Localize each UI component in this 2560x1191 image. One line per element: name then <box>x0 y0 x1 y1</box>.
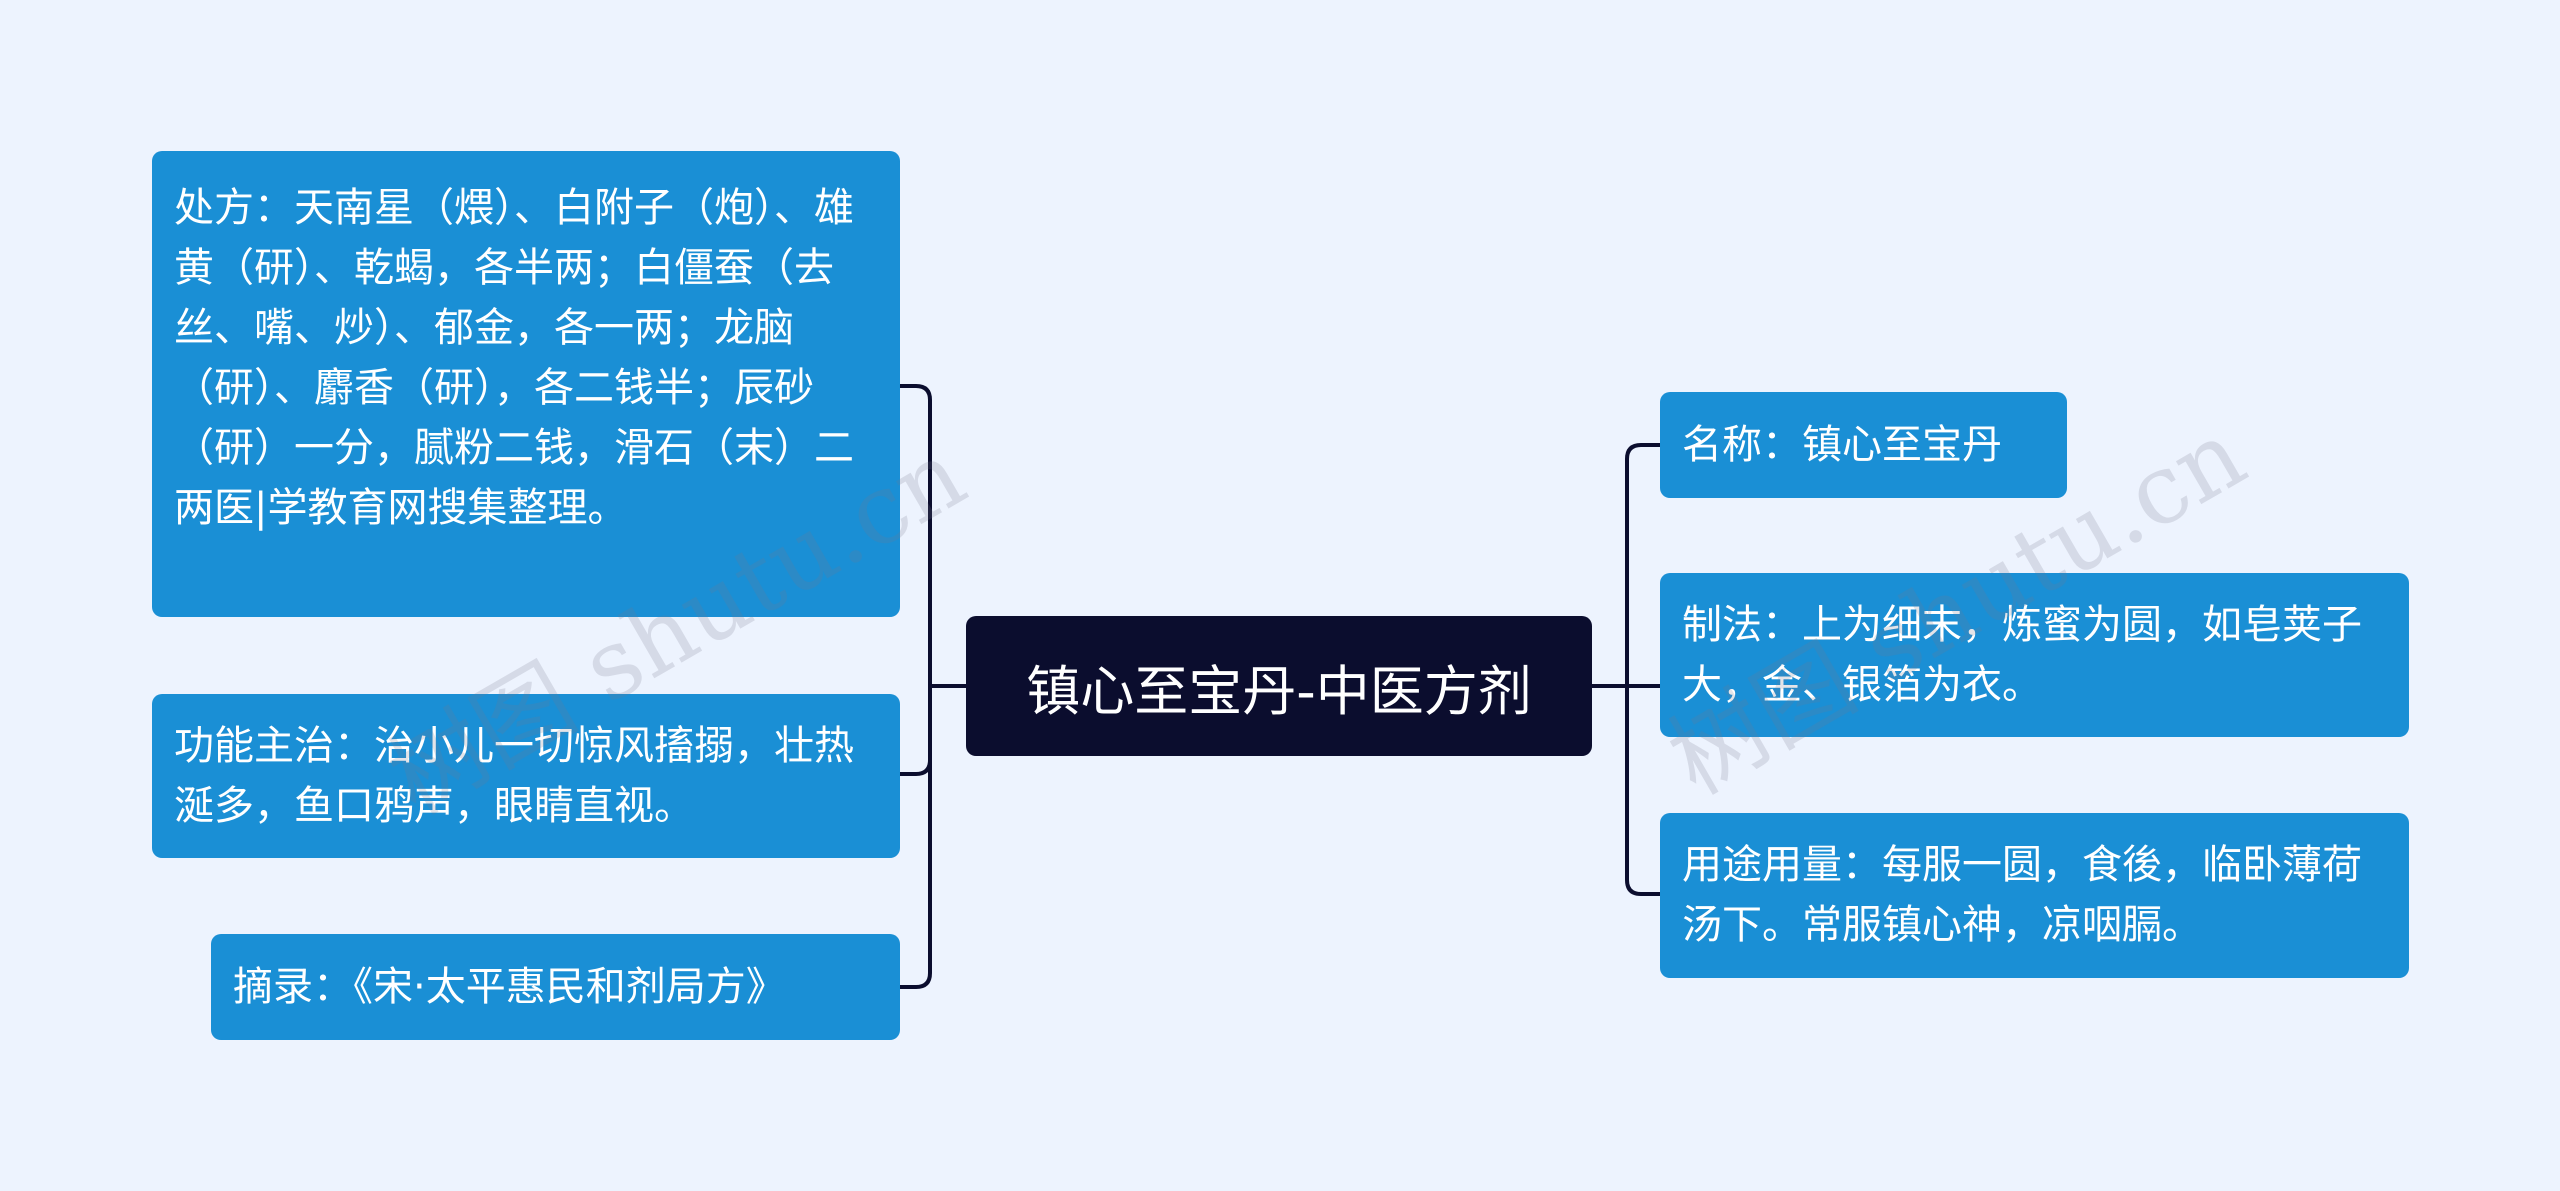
root-node-label: 镇心至宝丹-中医方剂 <box>1026 659 1532 723</box>
connector-left-3 <box>896 684 932 989</box>
preparation-text: 制法：上为细末，炼蜜为圆，如皂荚子大，金、银箔为衣。 <box>1682 602 2362 708</box>
right-node-usage[interactable]: 用途用量：每服一圆，食後，临卧薄荷汤下。常服镇心神，凉咽膈。 <box>1660 813 2409 978</box>
left-node-indications[interactable]: 功能主治：治小儿一切惊风搐搦，壮热涎多，鱼口鸦声，眼睛直视。 <box>152 694 900 858</box>
indications-text: 功能主治：治小儿一切惊风搐搦，壮热涎多，鱼口鸦声，眼睛直视。 <box>174 723 854 829</box>
prescription-text: 处方：天南星（煨）、白附子（炮）、雄黄（研）、乾蝎，各半两；白僵蚕（去丝、嘴、炒… <box>174 185 854 531</box>
connector-right-1 <box>1625 443 1662 688</box>
connector-left-2 <box>896 684 932 776</box>
source-text: 摘录：《宋·太平惠民和剂局方》 <box>233 964 786 1010</box>
left-node-prescription[interactable]: 处方：天南星（煨）、白附子（炮）、雄黄（研）、乾蝎，各半两；白僵蚕（去丝、嘴、炒… <box>152 151 900 617</box>
root-node[interactable]: 镇心至宝丹-中医方剂 <box>966 616 1592 756</box>
right-node-preparation[interactable]: 制法：上为细末，炼蜜为圆，如皂荚子大，金、银箔为衣。 <box>1660 573 2409 737</box>
name-text: 名称：镇心至宝丹 <box>1682 422 2002 468</box>
right-node-name[interactable]: 名称：镇心至宝丹 <box>1660 392 2067 498</box>
left-node-source[interactable]: 摘录：《宋·太平惠民和剂局方》 <box>211 934 900 1040</box>
usage-text: 用途用量：每服一圆，食後，临卧薄荷汤下。常服镇心神，凉咽膈。 <box>1682 842 2362 948</box>
connector-left-1 <box>896 384 932 688</box>
connector-right-3 <box>1625 684 1662 896</box>
